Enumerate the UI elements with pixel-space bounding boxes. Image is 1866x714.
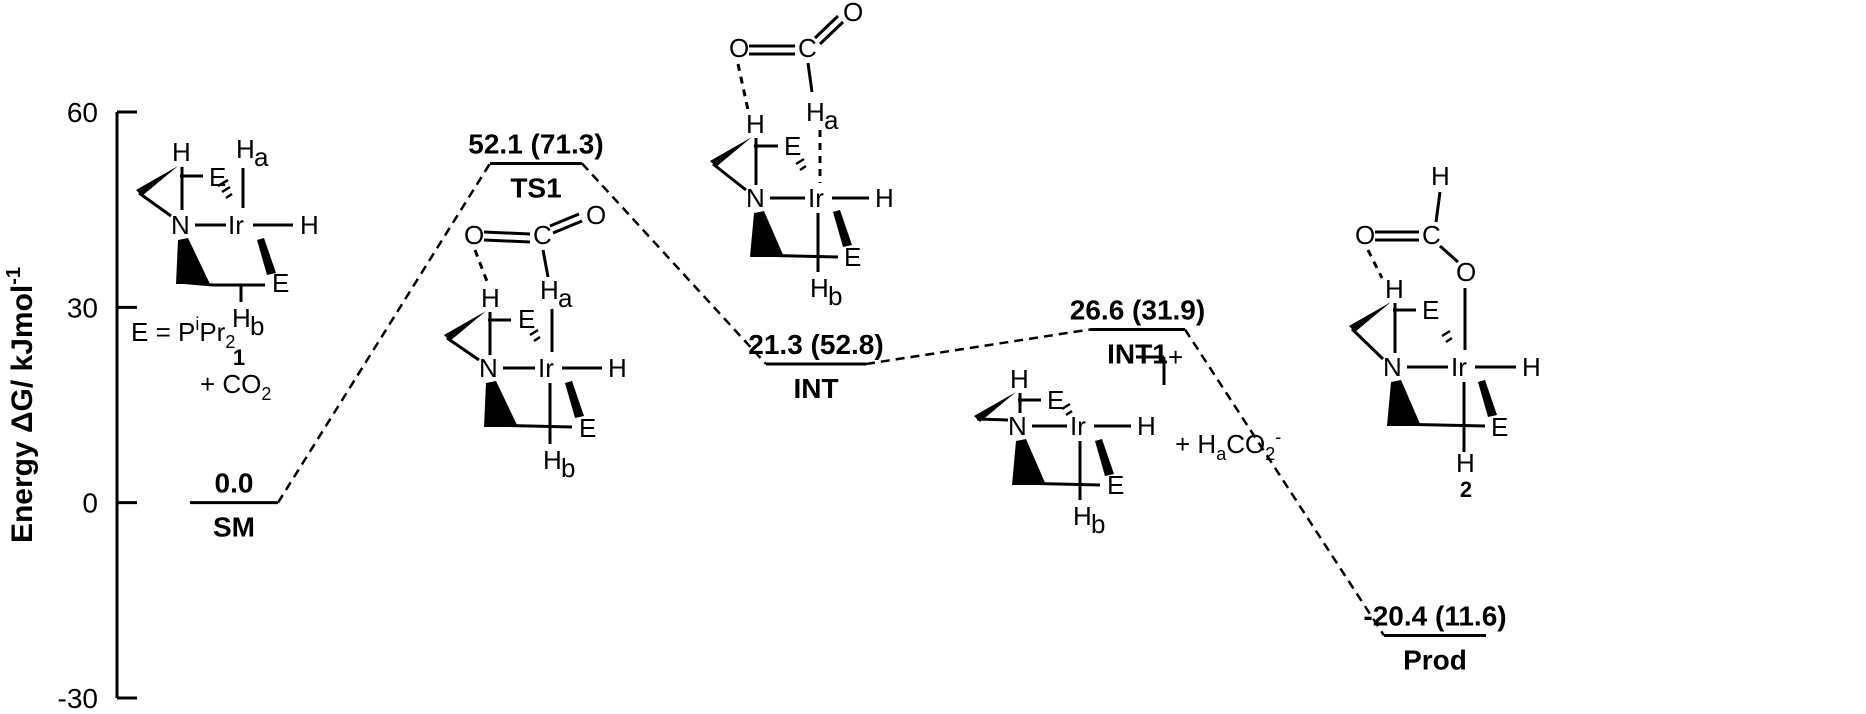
svg-text:H: H (543, 445, 562, 475)
y-tick-label-2: 0 (82, 488, 98, 519)
svg-text:E: E (209, 162, 226, 192)
y-tick-label-3: -30 (58, 683, 98, 714)
svg-text:N: N (171, 210, 190, 240)
compound-1-label: 1 (233, 345, 245, 370)
state-label-int: INT (793, 373, 838, 404)
svg-text:O: O (586, 200, 606, 230)
svg-text:H: H (608, 353, 627, 383)
energy-label-sm: 0.0 (215, 468, 254, 499)
svg-text:H: H (232, 303, 251, 333)
svg-text:E: E (518, 304, 535, 334)
connector-lines (276, 162, 1386, 637)
svg-text:C: C (798, 33, 817, 63)
state-label-ts1: TS1 (510, 172, 561, 203)
y-axis-label: Energy ΔG/ kJmol-1 (3, 267, 39, 543)
svg-text:a: a (558, 283, 573, 313)
svg-text:H: H (1456, 448, 1475, 478)
formate-label: + HaCO2- (1175, 427, 1281, 464)
energy-label-int1: 26.6 (31.9) (1070, 294, 1205, 325)
state-label-int1: INT1 (1107, 338, 1168, 369)
y-axis: 60 30 0 -30 (58, 97, 137, 714)
state-label-sm: SM (213, 512, 255, 543)
e-definition: E = PiPr2 (131, 314, 235, 352)
svg-text:O: O (843, 0, 863, 27)
svg-text:b: b (250, 311, 264, 341)
svg-text:H: H (1431, 161, 1450, 191)
energy-label-ts1: 52.1 (71.3) (468, 128, 603, 159)
energy-label-prod: -20.4 (11.6) (1363, 600, 1506, 631)
y-tick-label-0: 60 (67, 97, 98, 128)
connector-int1-prod (1183, 328, 1386, 637)
svg-text:Ir: Ir (538, 353, 554, 383)
svg-text:N: N (479, 353, 498, 383)
svg-text:H: H (1073, 501, 1092, 531)
svg-text:H: H (875, 183, 894, 213)
connector-sm-ts1 (276, 162, 492, 504)
svg-text:E: E (1491, 412, 1508, 442)
svg-text:N: N (746, 183, 765, 213)
svg-text:H: H (300, 210, 319, 240)
svg-text:H: H (746, 109, 765, 139)
svg-text:H: H (1010, 364, 1029, 394)
svg-text:E: E (1047, 385, 1064, 415)
svg-text:E: E (1422, 295, 1439, 325)
svg-text:E: E (579, 413, 596, 443)
co2-label: + CO2 (200, 369, 271, 404)
cation-sign: + (1168, 342, 1183, 372)
structure-prod: H O C O H E N Ir H E H 2 (1349, 161, 1541, 502)
svg-text:O: O (1456, 257, 1476, 287)
svg-text:H: H (810, 273, 829, 303)
svg-text:H: H (806, 97, 825, 127)
svg-text:H: H (540, 275, 559, 305)
svg-text:Ir: Ir (1070, 411, 1086, 441)
svg-text:N: N (1008, 411, 1027, 441)
connector-ts1-int (581, 162, 767, 365)
svg-text:b: b (561, 453, 575, 483)
svg-text:H: H (1137, 411, 1156, 441)
svg-text:O: O (1355, 220, 1375, 250)
svg-text:b: b (828, 281, 842, 311)
svg-text:E: E (844, 242, 861, 272)
compound-2-label: 2 (1460, 477, 1472, 502)
svg-text:E: E (784, 131, 801, 161)
svg-text:Ir: Ir (808, 183, 824, 213)
svg-text:O: O (464, 220, 484, 250)
svg-text:C: C (1422, 220, 1441, 250)
svg-text:a: a (254, 142, 269, 172)
svg-text:H: H (236, 134, 255, 164)
connector-int-int1 (865, 328, 1091, 366)
svg-text:H: H (172, 137, 191, 167)
svg-text:b: b (1091, 509, 1105, 539)
svg-text:Ir: Ir (1451, 352, 1467, 382)
energy-levels (190, 161, 1486, 637)
y-tick-label-1: 30 (67, 292, 98, 323)
svg-text:O: O (729, 33, 749, 63)
svg-text:H: H (481, 283, 500, 313)
svg-text:N: N (1383, 352, 1402, 382)
svg-text:Ir: Ir (228, 210, 244, 240)
svg-text:C: C (533, 220, 552, 250)
state-label-prod: Prod (1403, 644, 1467, 675)
svg-text:H: H (1385, 274, 1404, 304)
svg-text:a: a (824, 105, 839, 135)
svg-text:H: H (1522, 352, 1541, 382)
y-axis-label-main: Energy ΔG/ kJmol (6, 285, 39, 543)
energy-label-int: 21.3 (52.8) (748, 329, 883, 360)
energy-labels: 0.0SM 52.1 (71.3) TS1 21.3 (52.8) INT 26.6 (3… (213, 128, 1507, 675)
svg-text:E: E (272, 268, 289, 298)
svg-text:E: E (1107, 470, 1124, 500)
y-axis-label-sup: -1 (3, 267, 25, 285)
